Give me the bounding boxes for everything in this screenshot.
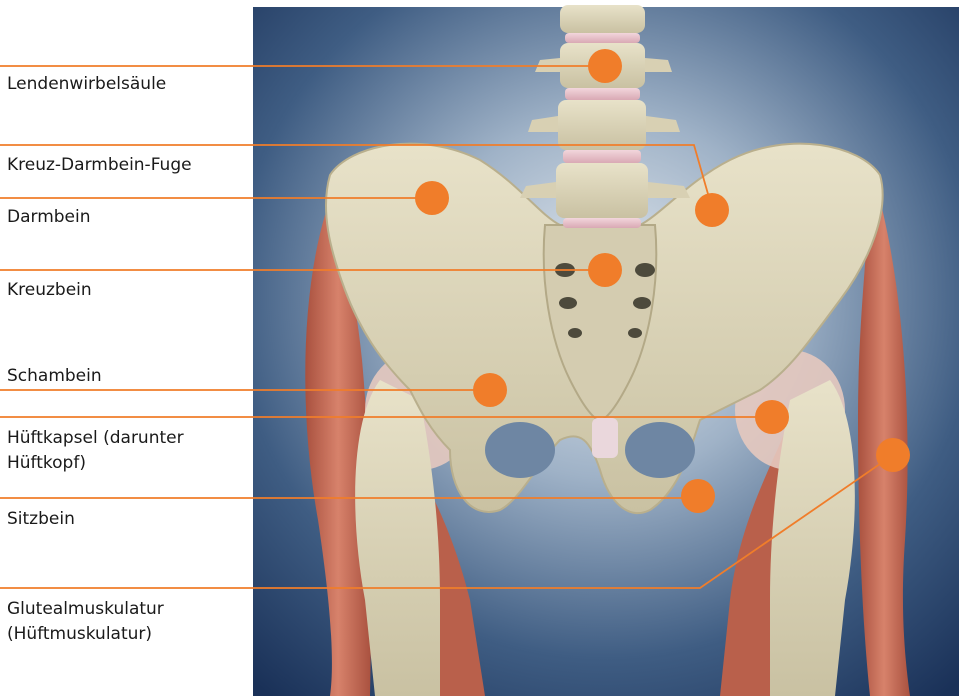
sacral-foramen-6 <box>628 328 642 338</box>
label-line: Hüftkapsel (darunter <box>7 426 184 451</box>
label-sitzbein: Sitzbein <box>7 507 75 532</box>
vertebra <box>558 100 646 150</box>
label-line: Kreuz-Darmbein-Fuge <box>7 153 192 178</box>
marker-kreuzbein <box>588 253 622 287</box>
marker-hueftkapsel <box>755 400 789 434</box>
label-line: Glutealmuskulatur <box>7 597 164 622</box>
sacral-foramen-3 <box>559 297 577 309</box>
label-line: Hüftkopf) <box>7 451 184 476</box>
label-line: Schambein <box>7 364 102 389</box>
vertebra <box>556 163 648 218</box>
label-line: Darmbein <box>7 205 91 230</box>
obturator-foramen-left <box>485 422 555 478</box>
marker-lendenwirbelsaeule <box>588 49 622 83</box>
disc <box>565 33 640 43</box>
pubic-symphysis <box>592 418 618 458</box>
sacral-foramen-5 <box>568 328 582 338</box>
label-schambein: Schambein <box>7 364 102 389</box>
disc <box>565 88 640 100</box>
disc <box>563 150 641 163</box>
label-line: Lendenwirbelsäule <box>7 72 166 97</box>
label-darmbein: Darmbein <box>7 205 91 230</box>
sacral-foramen-4 <box>633 297 651 309</box>
label-line: Kreuzbein <box>7 278 92 303</box>
label-lendenwirbelsaeule: Lendenwirbelsäule <box>7 72 166 97</box>
disc <box>563 218 641 228</box>
label-line: (Hüftmuskulatur) <box>7 622 164 647</box>
marker-schambein <box>473 373 507 407</box>
sacral-foramen-2 <box>635 263 655 277</box>
label-kreuz-darmbein-fuge: Kreuz-Darmbein-Fuge <box>7 153 192 178</box>
transverse-process-right <box>645 58 672 72</box>
marker-darmbein <box>415 181 449 215</box>
marker-glutealmuskulatur <box>876 438 910 472</box>
label-kreuzbein: Kreuzbein <box>7 278 92 303</box>
vertebra <box>560 5 645 33</box>
obturator-foramen-right <box>625 422 695 478</box>
label-hueftkapsel: Hüftkapsel (darunter Hüftkopf) <box>7 426 184 476</box>
marker-sitzbein <box>681 479 715 513</box>
marker-kreuz-darmbein-fuge <box>695 193 729 227</box>
label-line: Sitzbein <box>7 507 75 532</box>
label-glutealmuskulatur: Glutealmuskulatur (Hüftmuskulatur) <box>7 597 164 647</box>
